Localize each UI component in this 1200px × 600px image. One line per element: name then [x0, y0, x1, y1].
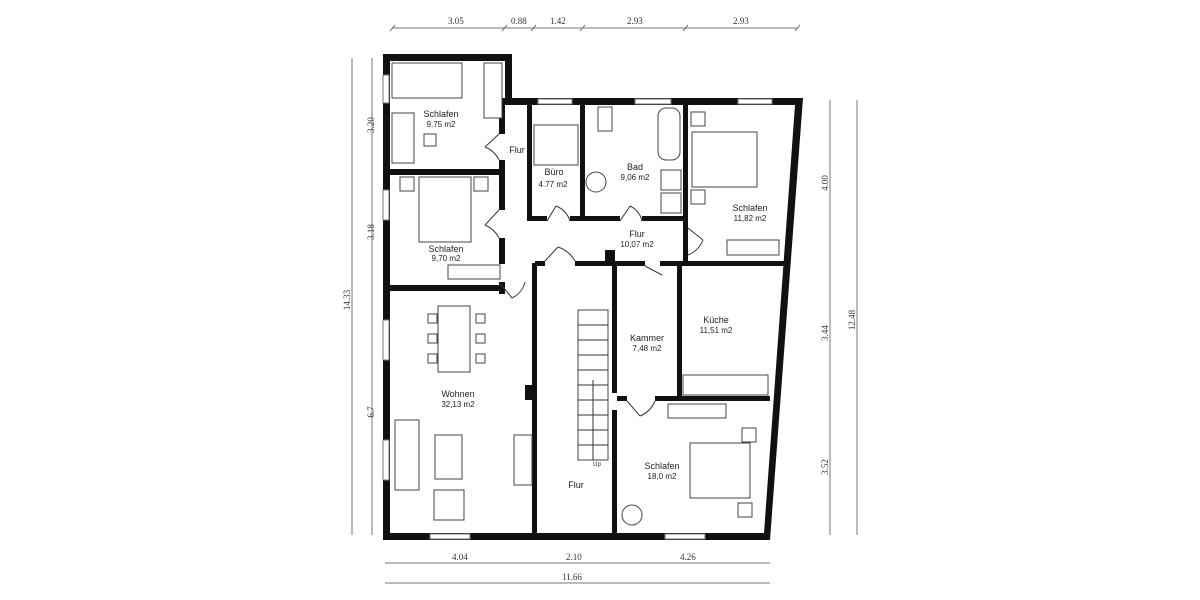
- room-name: Büro: [544, 167, 563, 177]
- bed-icon: [691, 131, 758, 188]
- dim-label: 3.44: [820, 325, 830, 341]
- radiator-icon: [726, 239, 780, 256]
- kitchen-counter-icon: [682, 374, 769, 396]
- room-area: 32,13 m2: [441, 400, 475, 409]
- armchair-icon: [433, 489, 465, 521]
- room-area: 10,07 m2: [620, 240, 654, 249]
- room-area: 18,0 m2: [648, 472, 677, 481]
- dim-total-right: 12.48: [847, 309, 857, 330]
- dimension-right: 4.00 3.44 3.52 12.48: [820, 100, 858, 535]
- dim-label: 3.05: [448, 16, 464, 26]
- room-name: Schlafen: [428, 244, 463, 254]
- dimension-bottom: 4.04 2.10 4.26 11.66: [385, 552, 770, 584]
- interior-walls: [387, 98, 785, 535]
- room-name: Flur: [509, 145, 525, 155]
- dim-label: 2.93: [733, 16, 749, 26]
- doors: [484, 133, 704, 417]
- dim-label: 3.20: [366, 117, 376, 133]
- dim-label: 4.04: [452, 552, 468, 562]
- room-name: Flur: [629, 229, 645, 239]
- bathtub-icon: [657, 107, 681, 161]
- room-name: Kammer: [630, 333, 664, 343]
- sofa-icon: [394, 419, 420, 491]
- room-name: Bad: [627, 162, 643, 172]
- radiator-icon: [447, 264, 501, 280]
- room-area: 7,48 m2: [633, 344, 662, 353]
- tv-unit-icon: [513, 434, 533, 486]
- room-labels: Schlafen 9.75 m2 Flur Büro 4.77 m2 Bad 9…: [423, 109, 767, 490]
- room-area: 9,06 m2: [621, 173, 650, 182]
- room-name: Schlafen: [732, 203, 767, 213]
- room-area: 9.75 m2: [427, 120, 456, 129]
- dim-total-bottom: 11.66: [562, 572, 582, 582]
- desk-icon: [391, 112, 415, 164]
- room-area: 11,82 m2: [734, 214, 767, 223]
- dim-label: 3.52: [820, 459, 830, 475]
- exterior-walls: [382, 54, 803, 540]
- room-area: 11,51 m2: [700, 326, 733, 335]
- radiator-icon: [483, 62, 503, 119]
- dim-label: 1.42: [550, 16, 566, 26]
- room-name: Schlafen: [644, 461, 679, 471]
- stair-label: Up: [593, 462, 601, 468]
- dim-label: 4.00: [820, 175, 830, 191]
- bed-icon: [418, 176, 472, 243]
- dim-label: 4.26: [680, 552, 696, 562]
- bed-icon: [689, 442, 751, 499]
- dim-total-left: 14.33: [342, 289, 352, 310]
- furniture: [391, 62, 780, 526]
- room-name: Küche: [703, 315, 729, 325]
- dim-label: 3.18: [366, 224, 376, 240]
- radiator-icon: [667, 403, 727, 419]
- dim-label: 0.88: [511, 16, 527, 26]
- chair-icon: [621, 504, 643, 526]
- dining-table-icon: [437, 305, 471, 373]
- room-area: 9,70 m2: [432, 254, 461, 263]
- room-name: Wohnen: [441, 389, 474, 399]
- dim-label: 2.93: [627, 16, 643, 26]
- dimension-top: 3.05 0.88 1.42 2.93 2.93: [389, 16, 801, 32]
- toilet-icon: [597, 106, 613, 132]
- sink-icon: [585, 171, 607, 193]
- room-area: 4.77 m2: [539, 180, 568, 189]
- dim-label: 6.7: [366, 406, 376, 418]
- dimension-left: 3.20 3.18 6.7 14.33: [342, 58, 376, 535]
- desk-icon: [533, 124, 579, 166]
- room-name: Flur: [568, 480, 584, 490]
- room-name: Schlafen: [423, 109, 458, 119]
- coffee-table-icon: [434, 434, 463, 480]
- dim-label: 2.10: [566, 552, 582, 562]
- bed-icon: [391, 62, 463, 99]
- chair-icon: [423, 133, 437, 147]
